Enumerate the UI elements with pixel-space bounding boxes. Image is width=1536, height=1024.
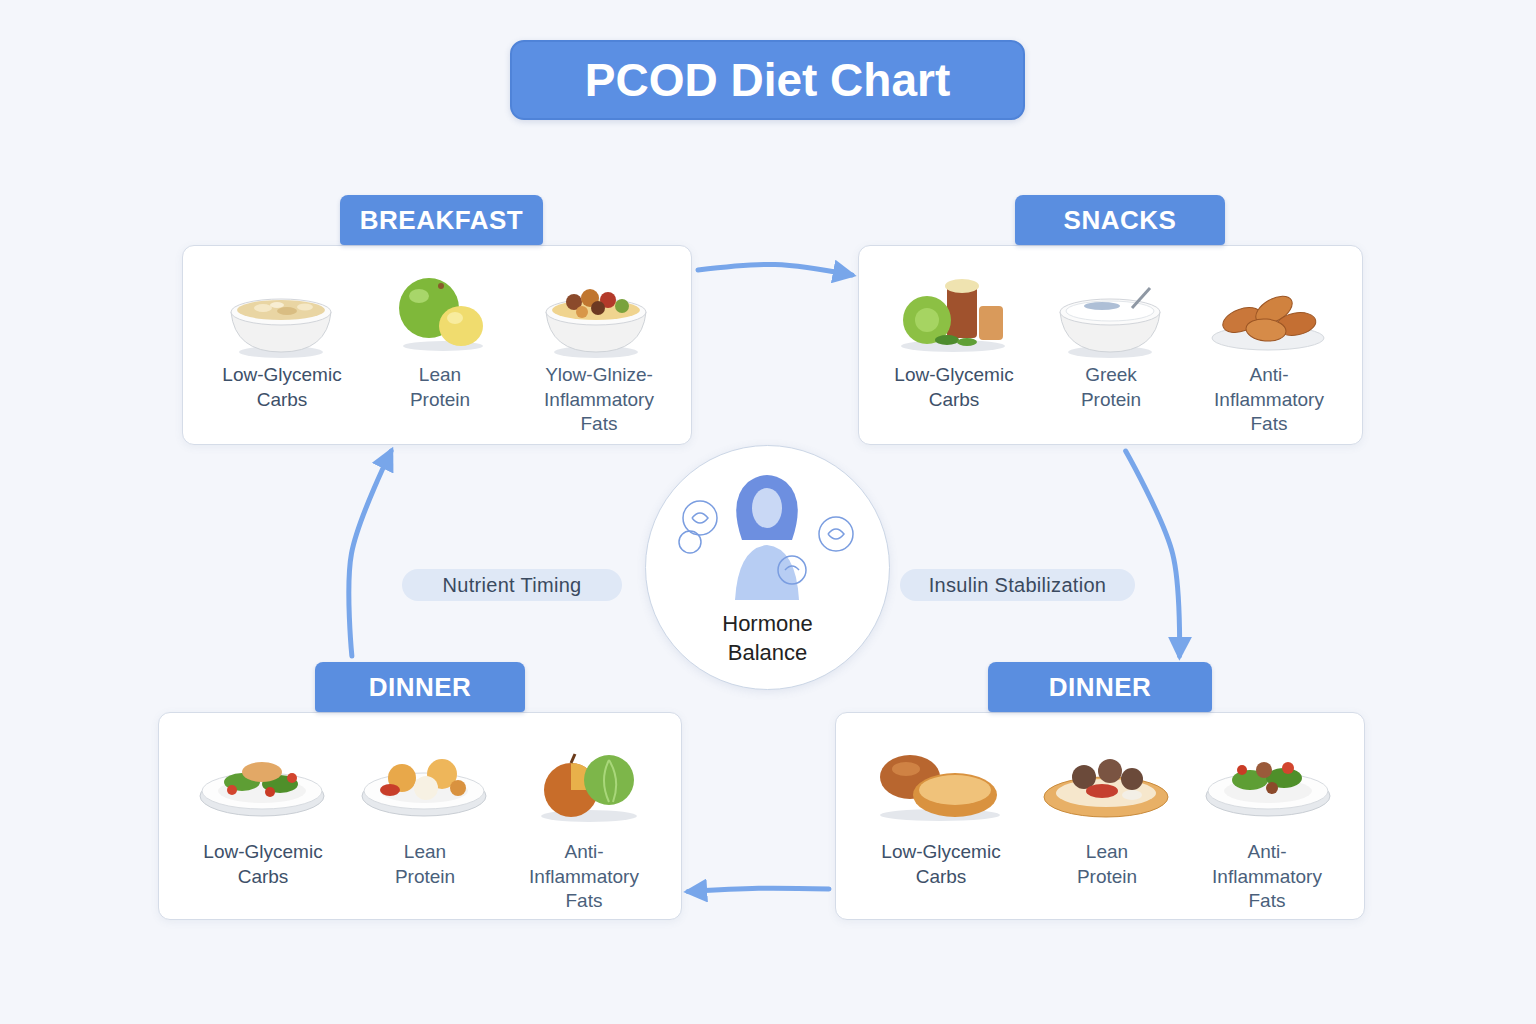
food-group-label: Anti- Inflammatory Fats (1199, 363, 1339, 437)
theme-pill: Insulin Stabilization (900, 569, 1135, 601)
chart-title: PCOD Diet Chart (510, 40, 1025, 120)
meal-panel: Low-Glycemic Carbs Lean Protein Ylow-Glniz… (182, 195, 692, 445)
meal-panel-box: Low-Glycemic Carbs Greek Protein Anti- Inf… (858, 245, 1363, 445)
flow-arrow (688, 888, 829, 891)
meal-heading: DINNER (315, 662, 525, 712)
food-group-label: Anti- Inflammatory Fats (1197, 840, 1337, 914)
meal-panel: Low-Glycemic Carbs Lean Protein Anti- Infl… (835, 662, 1365, 920)
food-group-label: Lean Protein (390, 363, 490, 412)
center-circle: Hormone Balance (645, 445, 890, 690)
food-group-label: Low-Glycemic Carbs (212, 363, 352, 412)
theme-label: Insulin Stabilization (929, 574, 1107, 597)
flow-arrow (698, 264, 852, 275)
center-label: Hormone Balance (703, 609, 833, 667)
food-group-label: Low-Glycemic Carbs (871, 840, 1011, 889)
food-group-label: Lean Protein (1057, 840, 1157, 889)
meal-heading: BREAKFAST (340, 195, 543, 245)
theme-pill: Nutrient Timing (402, 569, 622, 601)
meal-panel-box: Low-Glycemic Carbs Lean Protein Anti- Infl… (158, 712, 682, 920)
flow-arrow (349, 451, 391, 656)
meal-panel: Low-Glycemic Carbs Greek Protein Anti- Inf… (858, 195, 1363, 445)
theme-label: Nutrient Timing (443, 574, 582, 597)
food-group-label: Ylow-Glnize- Inflammatory Fats (529, 363, 669, 437)
meal-panel: Low-Glycemic Carbs Lean Protein Anti- Infl… (158, 662, 682, 920)
flow-arrow (1126, 451, 1180, 656)
food-group-label: Low-Glycemic Carbs (193, 840, 333, 889)
meal-heading: SNACKS (1015, 195, 1225, 245)
food-group-label: Lean Protein (375, 840, 475, 889)
food-group-label: Low-Glycemic Carbs (884, 363, 1024, 412)
meal-heading: DINNER (988, 662, 1212, 712)
meal-panel-box: Low-Glycemic Carbs Lean Protein Anti- Infl… (835, 712, 1365, 920)
food-group-label: Greek Protein (1061, 363, 1161, 412)
meal-panel-box: Low-Glycemic Carbs Lean Protein Ylow-Glniz… (182, 245, 692, 445)
food-group-label: Anti- Inflammatory Fats (514, 840, 654, 914)
